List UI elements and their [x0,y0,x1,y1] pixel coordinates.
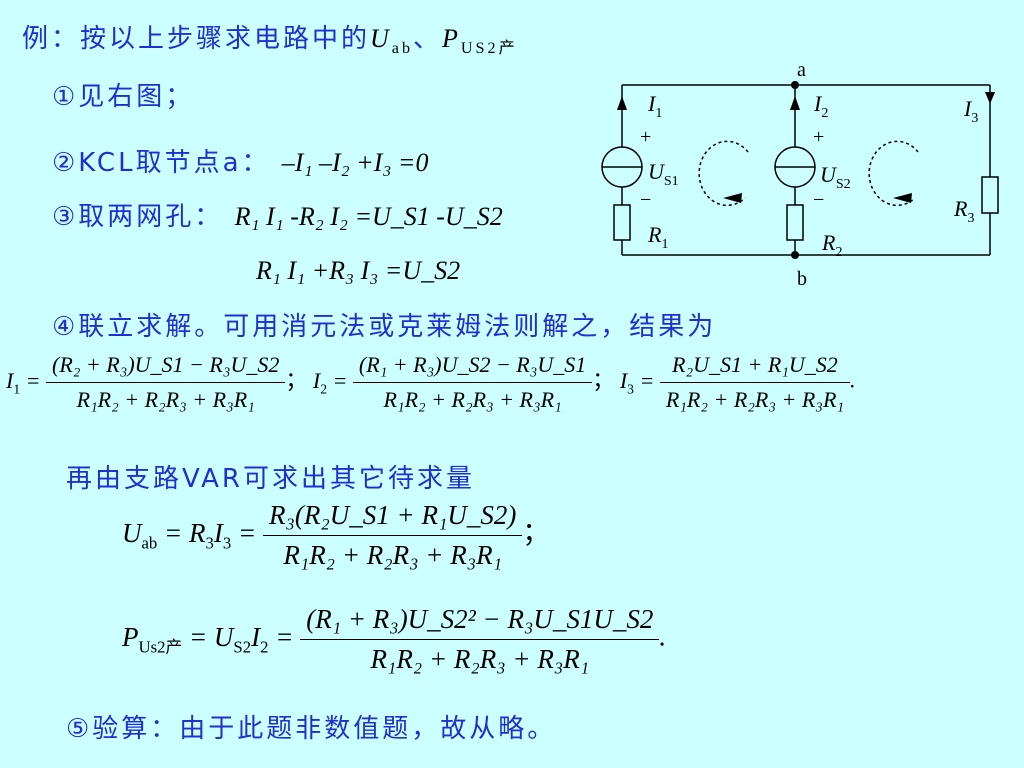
i2-label: I2 [813,91,828,121]
i3-lhs: I3 = [619,367,655,396]
step3-label: ③取两网孔： [52,202,224,232]
step5: ⑤验算：由于此题非数值题，故从略。 [66,714,557,744]
power-lhs: PUs2产 = US2I2 = [122,621,294,657]
i2-denominator: R₁R₂ + R₂R₃ + R₃R₁ [383,387,562,412]
i3-fraction: R₂U_S1 + R₁U_S2 R₁R₂ + R₂R₃ + R₃R₁ [659,352,851,413]
kcl-equation: –I₁ –I₂ +I₃ =0 [281,148,429,177]
r3-resistor [981,176,999,214]
step5-intro: 再由支路VAR可求出其它待求量 [66,464,475,494]
r1-resistor [613,204,631,241]
period: . [850,367,856,393]
uab-lhs: Uab = R3I3 = [122,517,257,553]
us1-plus: + [640,126,651,148]
separator: 、 [413,24,443,54]
mesh-equation-2: R₁ I₁ +R₃ I₃ =U_S2 [256,256,461,285]
title-text: 例：按以上步骤求电路中的 [22,24,371,54]
step1: ①见右图； [52,82,195,112]
step2: ②KCL取节点a： –I₁ –I₂ +I₃ =0 [52,142,428,179]
i2-fraction: (R₁ + R₃)U_S2 − R₃U_S1 R₁R₂ + R₂R₃ + R₃R… [352,352,593,413]
i3-arrow [985,92,995,104]
node-b-label: b [797,268,807,290]
uab-fraction: R₃(R₂U_S1 + R₁U_S2) R₁R₂ + R₂R₃ + R₃R₁ [263,500,523,571]
us2-minus: − [813,189,824,211]
separator: ； [285,367,308,393]
us2-label: US2 [820,162,851,192]
step4: ④联立求解。可用消元法或克莱姆法则解之，结果为 [52,312,717,342]
i3-numerator: R₂U_S1 + R₁U_S2 [659,352,851,383]
i1-denominator: R₁R₂ + R₂R₃ + R₃R₁ [76,387,255,412]
uab-symbol: Uab [370,24,414,58]
power-fraction: (R₁ + R₃)U_S2² − R₃U_S1U_S2 R₁R₂ + R₂R₃ … [300,604,660,675]
power-numerator: (R₁ + R₃)U_S2² − R₃U_S1U_S2 [300,604,660,640]
separator: ； [522,517,550,548]
pus2-symbol: PUS2产 [442,24,518,58]
i3-denominator: R₁R₂ + R₂R₃ + R₃R₁ [665,387,845,412]
circuit-diagram: a b I1 I2 I3 + + − − US1 US2 R1 R2 R3 [601,59,999,290]
r2-label: R2 [821,230,842,260]
uab-equation: Uab = R3I3 = R₃(R₂U_S1 + R₁U_S2) R₁R₂ + … [122,500,549,571]
i1-lhs: I1 = [6,367,41,396]
i1-numerator: (R₂ + R₃)U_S1 − R₃U_S2 [46,352,286,383]
i1-arrow [617,96,627,110]
i1-fraction: (R₂ + R₃)U_S1 − R₃U_S2 R₁R₂ + R₂R₃ + R₃R… [46,352,286,413]
us2-plus: + [813,126,824,148]
mesh1-arrowhead [723,193,742,203]
mesh2-loop [868,140,919,207]
mesh2-arrowhead [893,193,912,203]
step3: ③取两网孔： R₁ I₁ -R₂ I₂ =U_S1 -U_S2 [52,196,503,233]
node-b-dot [791,251,799,259]
i2-lhs: I2 = [312,367,348,396]
r3-label: R3 [953,196,974,226]
mesh-equation-1: R₁ I₁ -R₂ I₂ =U_S1 -U_S2 [234,202,503,231]
node-a-label: a [797,59,806,81]
power-denominator: R₁R₂ + R₂R₃ + R₃R₁ [370,644,590,674]
separator: ； [592,367,615,393]
period: . [659,621,667,652]
title-line: 例：按以上步骤求电路中的Uab、PUS2产 [22,18,518,58]
step2-label: ②KCL取节点a： [52,148,271,178]
i1-label: I1 [647,91,662,121]
r1-label: R1 [647,222,668,252]
uab-denominator: R₁R₂ + R₂R₃ + R₃R₁ [283,540,503,570]
i2-arrow [790,96,800,110]
i2-numerator: (R₁ + R₃)U_S2 − R₃U_S1 [352,352,593,383]
us1-minus: − [640,189,651,211]
uab-numerator: R₃(R₂U_S1 + R₁U_S2) [263,500,523,536]
node-a-dot [791,81,799,89]
i3-label: I3 [963,96,978,126]
mesh1-loop [698,140,749,207]
r2-resistor [786,204,804,241]
us1-label: US1 [648,159,679,189]
solutions-row: I1 = (R₂ + R₃)U_S1 − R₃U_S2 R₁R₂ + R₂R₃ … [6,352,856,413]
power-equation: PUs2产 = US2I2 = (R₁ + R₃)U_S2² − R₃U_S1U… [122,604,666,675]
